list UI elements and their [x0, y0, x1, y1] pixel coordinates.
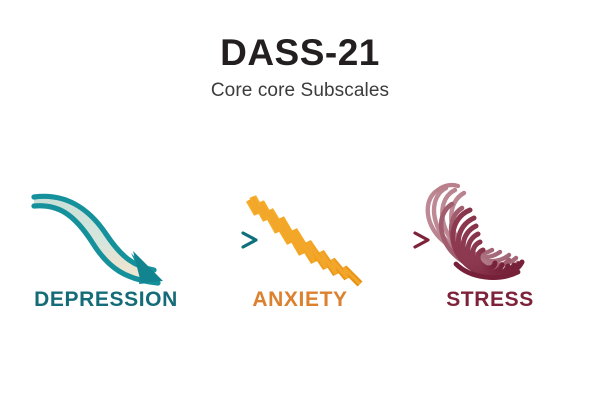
compressed-spring-coil-icon	[425, 182, 525, 280]
subscale-label-anxiety: ANXIETY	[252, 288, 348, 311]
downward-curve-arrow-icon	[31, 193, 163, 286]
subscale-label-stress: STRESS	[446, 288, 534, 311]
subscale-labels: DEPRESSION ANXIETY STRESS	[0, 288, 600, 322]
right-arrow-icon	[357, 231, 430, 249]
page-subtitle: Core core Subscales	[210, 79, 390, 101]
subscale-label-depression: DEPRESSION	[34, 288, 178, 311]
header: DASS-21 Core core Subscales	[0, 32, 600, 102]
page-title: DASS-21	[220, 32, 380, 73]
diagram-graphics	[0, 160, 600, 330]
lightning-bolt-icon	[245, 195, 363, 287]
right-arrow-icon	[188, 231, 258, 249]
